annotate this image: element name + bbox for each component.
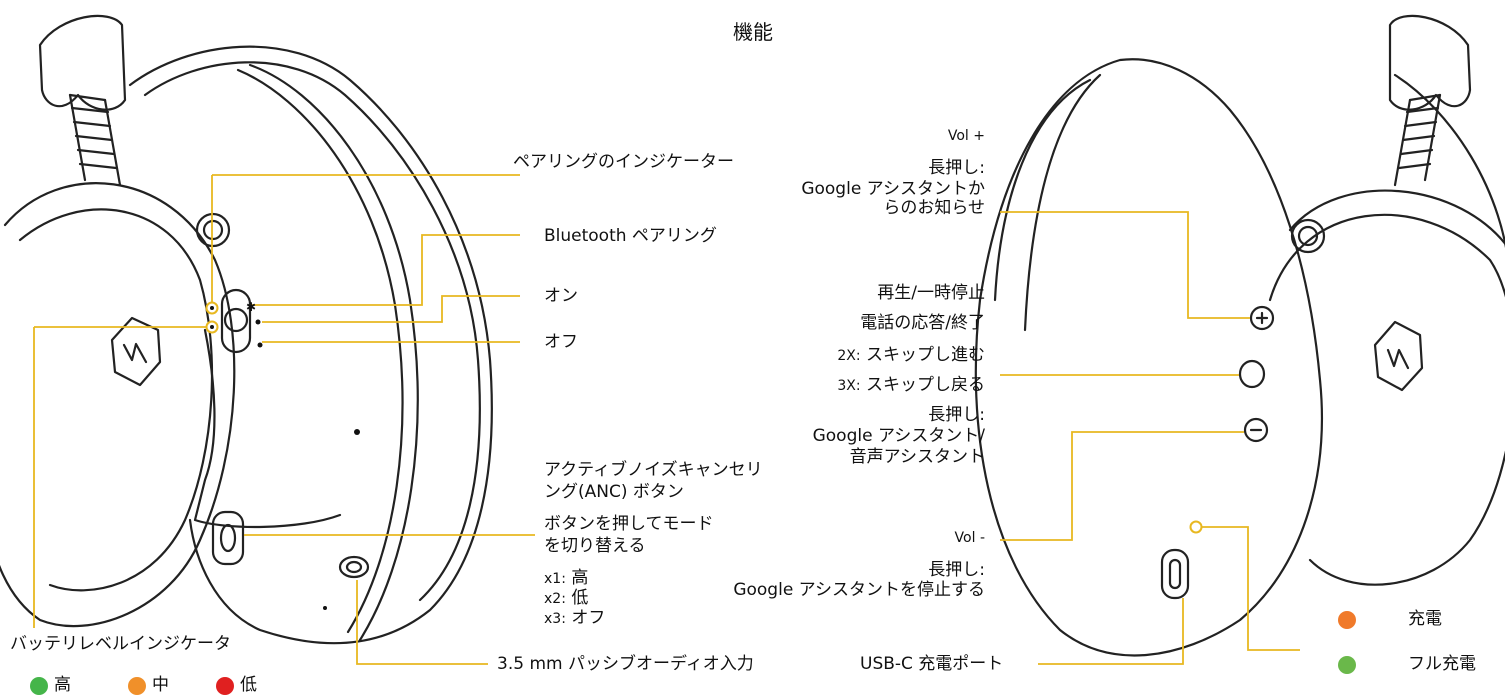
anc-mode-x3-prefix: x3:	[544, 611, 566, 627]
skip-forward-prefix: 2X:	[837, 348, 861, 364]
anc-mode-x2: x2: 低	[544, 588, 588, 610]
skip-back-text: スキップし戻る	[866, 375, 985, 395]
vol-minus-line2: Google アシスタントを停止する	[733, 580, 985, 600]
anc-title-line1: アクティブノイズキャンセリ	[544, 460, 763, 480]
anc-mode-x2-value: 低	[571, 588, 589, 608]
leader-lines	[33, 174, 1300, 665]
battery-high-label: 高	[54, 675, 71, 695]
bluetooth-pairing-label: Bluetooth ペアリング	[544, 226, 717, 246]
right-earcup	[974, 14, 1505, 657]
skip-back-prefix: 3X:	[837, 378, 861, 394]
anc-desc-line1: ボタンを押してモード	[544, 514, 714, 534]
svg-text:✱: ✱	[246, 300, 256, 314]
anc-mode-x1-prefix: x1:	[544, 571, 566, 587]
anc-mode-x1: x1: 高	[544, 568, 588, 590]
skip-back-label: 3X: スキップし戻る	[837, 375, 985, 397]
page-title: 機能	[733, 20, 773, 44]
anc-mode-x2-prefix: x2:	[544, 591, 566, 607]
battery-high-dot	[30, 677, 48, 695]
skip-forward-text: スキップし進む	[866, 345, 985, 365]
vol-plus-line1: 長押し:	[928, 158, 985, 178]
pairing-indicator-label: ペアリングのインジケーター	[513, 152, 734, 172]
full-charge-dot	[1338, 656, 1356, 674]
vol-plus-label: Vol +	[947, 128, 985, 144]
vol-plus-line2: Google アシスタントか	[801, 179, 985, 199]
battery-indicator-title: バッテリレベルインジケータ	[10, 634, 231, 654]
anc-mode-x3: x3: オフ	[544, 608, 605, 630]
battery-low-dot	[216, 677, 234, 695]
anc-desc-line2: を切り替える	[544, 536, 646, 556]
anc-mode-x1-value: 高	[571, 568, 589, 588]
battery-mid-dot	[128, 677, 146, 695]
battery-low-label: 低	[240, 675, 257, 695]
charging-dot	[1338, 611, 1356, 629]
charging-label: 充電	[1408, 609, 1442, 629]
call-answer-label: 電話の応答/終了	[860, 313, 985, 333]
switch-on-label: オン	[544, 286, 578, 306]
skip-forward-label: 2X: スキップし進む	[837, 345, 985, 367]
play-hold-line3: 音声アシスタント	[849, 447, 985, 467]
play-hold-line1: 長押し:	[928, 405, 985, 425]
battery-mid-label: 中	[152, 675, 169, 695]
vol-minus-label: Vol -	[954, 530, 985, 546]
play-pause-label: 再生/一時停止	[877, 283, 985, 303]
anc-title-line2: ング(ANC) ボタン	[544, 482, 684, 502]
switch-off-label: オフ	[544, 332, 578, 352]
audio-input-label: 3.5 mm パッシブオーディオ入力	[497, 654, 754, 674]
vol-minus-line1: 長押し:	[928, 560, 985, 580]
full-charge-label: フル充電	[1408, 654, 1476, 674]
usb-c-port-label: USB-C 充電ポート	[860, 654, 1004, 674]
anc-mode-x3-value: オフ	[571, 608, 606, 628]
play-hold-line2: Google アシスタント/	[812, 426, 985, 446]
vol-plus-line3: らのお知らせ	[883, 198, 985, 218]
left-earcup	[0, 14, 493, 645]
